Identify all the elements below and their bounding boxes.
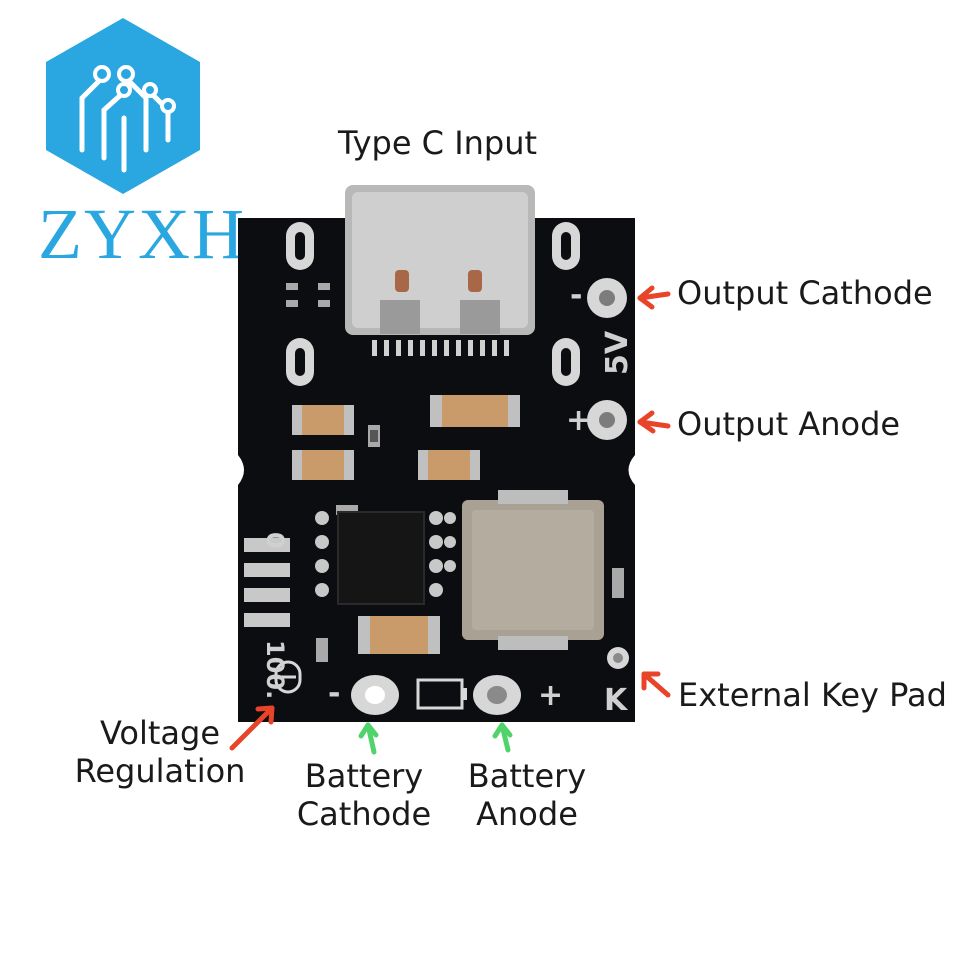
silk-level-low: 0 [261, 532, 289, 549]
brand-name: ZYXH [38, 194, 246, 274]
arrow-battery-anode-icon [492, 722, 513, 753]
silk-voltage: 5V [600, 330, 635, 375]
arrow-voltage-regulation-icon [229, 705, 275, 751]
arrow-output-anode-icon [637, 410, 671, 434]
label-voltage-regulation-line1: Voltage [99, 714, 221, 752]
arrow-battery-cathode-icon [358, 722, 379, 755]
led-indicators [244, 538, 290, 627]
label-output-cathode: Output Cathode [677, 274, 933, 312]
label-external-key-pad: External Key Pad [678, 676, 947, 714]
label-battery-anode-line2: Anode [476, 795, 578, 834]
label-output-anode: Output Anode [677, 405, 901, 443]
arrow-external-key-icon [641, 671, 671, 698]
battery-symbol-icon [416, 678, 467, 710]
label-battery-cathode-line1: Battery [304, 757, 424, 795]
label-battery-anode-line1: Battery [467, 757, 587, 795]
silk-level-high: 100. [261, 640, 289, 699]
arrow-output-cathode-icon [637, 285, 671, 310]
label-type-c-input: Type C Input [338, 124, 538, 162]
silk-plus-right: + [566, 403, 591, 438]
silk-minus-top: - [570, 278, 582, 313]
silk-key: K [604, 683, 629, 718]
label-battery-anode: Battery Anode [462, 757, 592, 834]
voltage-jumper [274, 660, 302, 694]
mounting-slot-holes [295, 232, 571, 376]
label-voltage-regulation: Voltage Regulation [62, 714, 258, 791]
output-pads [587, 278, 627, 440]
inductor [462, 490, 604, 650]
smd-resistors-center [316, 425, 624, 662]
key-pad [607, 647, 629, 669]
smd-resistors-top-left [286, 283, 330, 307]
battery-pads [351, 675, 521, 715]
label-voltage-regulation-line2: Regulation [74, 752, 246, 791]
ic-chip [315, 511, 456, 605]
capacitors [292, 395, 520, 654]
silk-plus-bottom: + [538, 678, 563, 713]
label-battery-cathode-line2: Cathode [296, 795, 432, 834]
silk-minus-bottom: - [328, 676, 340, 711]
type-c-connector [345, 185, 535, 356]
label-battery-cathode: Battery Cathode [290, 757, 438, 834]
logo-circuit-nodes [93, 65, 176, 114]
